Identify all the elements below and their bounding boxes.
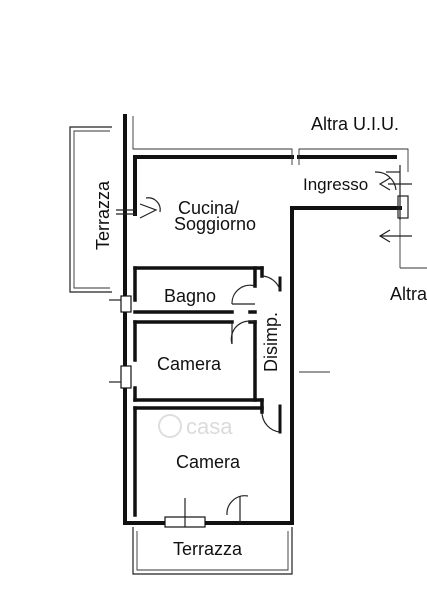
watermark: casa [158, 414, 233, 439]
label-camera-1: Camera [157, 354, 222, 374]
watermark-text: casa [186, 414, 233, 439]
neighbour-outline [132, 116, 427, 373]
exterior-walls [123, 114, 402, 525]
interior-walls [133, 266, 282, 517]
label-ingresso: Ingresso [303, 175, 368, 194]
windows [109, 295, 206, 528]
label-cucina-line1: Cucina/ [178, 198, 239, 218]
label-disimp: Disimp. [261, 312, 281, 372]
label-altra-uiu-top: Altra U.I.U. [311, 114, 399, 134]
label-cucina-line2: Soggiorno [174, 214, 256, 234]
label-altra-right: Altra [390, 284, 427, 304]
label-terrazza-left: Terrazza [93, 180, 113, 250]
opening-arrows [116, 177, 412, 243]
terrace-bottom-outline [132, 527, 293, 575]
label-camera-2: Camera [176, 452, 241, 472]
door-swings [226, 165, 409, 523]
terrace-left-outline [69, 126, 112, 293]
label-terrazza-bottom: Terrazza [173, 539, 243, 559]
label-bagno: Bagno [164, 286, 216, 306]
